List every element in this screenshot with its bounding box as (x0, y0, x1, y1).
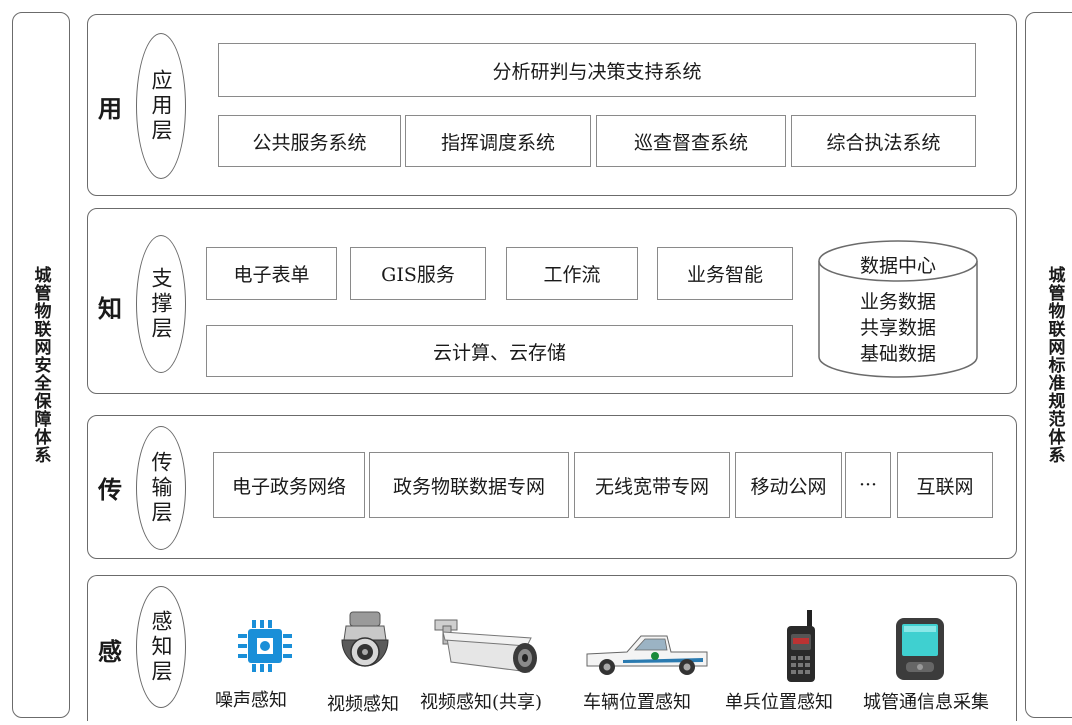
data-center-item-3: 基础数据 (859, 343, 936, 365)
application-box-3: 巡查督查系统 (596, 115, 786, 167)
sensing-layer-label: 感知层 (149, 609, 173, 685)
application-box-1: 公共服务系统 (218, 115, 401, 167)
transport-layer-label: 传输层 (149, 450, 173, 526)
application-layer-oval: 应用层 (136, 33, 186, 179)
pda-collection-label: 城管通信息采集 (863, 692, 989, 713)
application-layer: 用 应用层 分析研判与决策支持系统 公共服务系统 指挥调度系统 巡查督查系统 综… (87, 14, 1017, 196)
business-intelligence-box: 业务智能 (657, 247, 793, 300)
decision-support-box: 分析研判与决策支持系统 (218, 43, 976, 97)
transport-layer-char: 传 (98, 476, 122, 504)
mobile-public-network-box: 移动公网 (735, 452, 842, 518)
sensing-layer: 感 感知层 噪声感知 视频感知 视频感知(共享) (87, 575, 1017, 721)
security-system-label: 城管物联网安全保障体系 (30, 266, 51, 464)
support-layer-char: 知 (98, 295, 122, 323)
video-sensing-shared-label: 视频感知(共享) (420, 692, 543, 713)
data-center-item-1: 业务数据 (859, 291, 936, 313)
application-box-2: 指挥调度系统 (405, 115, 591, 167)
workflow-box: 工作流 (506, 247, 638, 300)
personnel-location-label: 单兵位置感知 (725, 692, 833, 713)
support-layer-oval: 支撑层 (136, 235, 186, 373)
ellipsis-box: ··· (845, 452, 891, 518)
iot-private-network-box: 政务物联数据专网 (369, 452, 569, 518)
sensing-layer-char: 感 (98, 638, 122, 666)
data-center-item-2: 共享数据 (859, 317, 936, 339)
security-system-panel: 城管物联网安全保障体系 (12, 12, 70, 718)
application-layer-label: 应用层 (149, 68, 173, 144)
application-layer-char: 用 (98, 95, 122, 123)
cloud-box: 云计算、云存储 (206, 325, 793, 377)
application-box-4: 综合执法系统 (791, 115, 976, 167)
data-center-cylinder: 数据中心 业务数据 共享数据 基础数据 (818, 239, 978, 379)
transport-layer-oval: 传输层 (136, 426, 186, 550)
chip-icon (238, 620, 292, 672)
vehicle-location-label: 车辆位置感知 (583, 692, 691, 713)
wireless-broadband-box: 无线宽带专网 (574, 452, 730, 518)
internet-box: 互联网 (897, 452, 993, 518)
pda-icon (896, 618, 944, 680)
standards-system-label: 城管物联网标准规范体系 (1044, 266, 1065, 464)
egov-network-box: 电子政务网络 (213, 452, 365, 518)
dome-camera-icon (341, 611, 389, 667)
e-form-box: 电子表单 (206, 247, 337, 300)
bullet-camera-icon (434, 619, 537, 673)
standards-system-panel: 城管物联网标准规范体系 (1025, 12, 1072, 718)
support-layer: 知 支撑层 电子表单 GIS服务 工作流 业务智能 云计算、云存储 数据中心 业… (87, 208, 1017, 394)
noise-sensing-label: 噪声感知 (215, 690, 287, 711)
sensing-layer-oval: 感知层 (136, 586, 186, 708)
video-sensing-label: 视频感知 (327, 694, 399, 715)
pickup-truck-icon (586, 635, 708, 675)
support-layer-label: 支撑层 (149, 266, 173, 342)
data-center-title: 数据中心 (859, 255, 936, 277)
walkie-talkie-icon (787, 610, 815, 682)
gis-service-box: GIS服务 (350, 247, 486, 300)
cylinder-shape (818, 240, 978, 378)
transport-layer: 传 传输层 电子政务网络 政务物联数据专网 无线宽带专网 移动公网 ··· 互联… (87, 415, 1017, 559)
